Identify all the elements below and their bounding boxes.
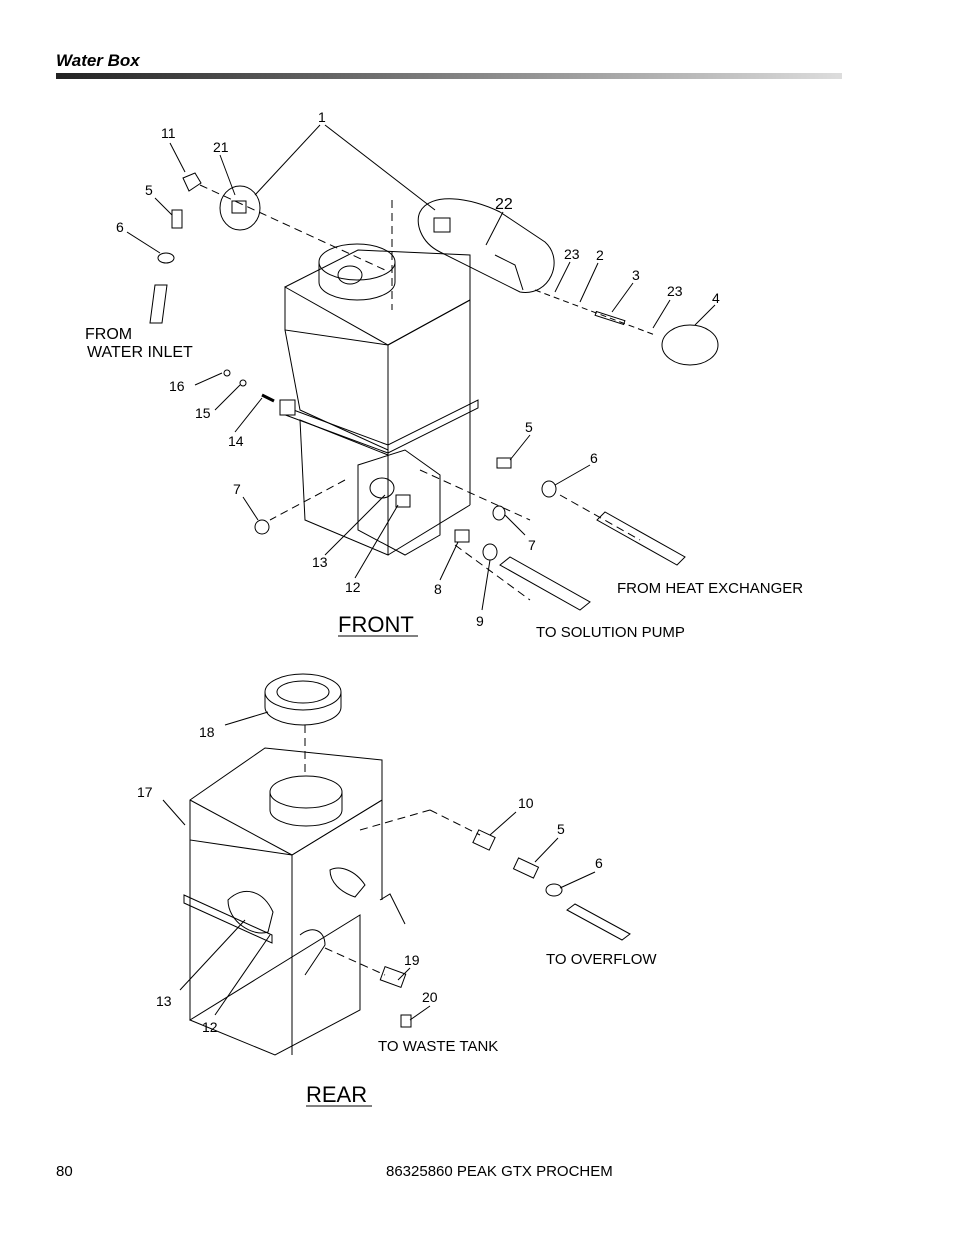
callout-5: 5 xyxy=(145,182,153,198)
header-rule xyxy=(56,73,842,79)
callout-12: 12 xyxy=(345,579,361,595)
callout-12b: 12 xyxy=(202,1019,218,1035)
callout-23b: 23 xyxy=(667,283,683,299)
callout-14: 14 xyxy=(228,433,244,449)
callout-11: 11 xyxy=(161,125,176,141)
page-title: Water Box xyxy=(56,51,140,70)
callout-21: 21 xyxy=(213,139,229,155)
float-valve-assembly xyxy=(417,198,719,366)
callout-5b: 5 xyxy=(525,419,533,435)
callout-1: 1 xyxy=(318,109,326,125)
callout-6c: 6 xyxy=(595,855,603,871)
front-outlet-fittings xyxy=(254,457,686,611)
rear-tank-body xyxy=(183,747,481,1056)
label-to-solution-pump: TO SOLUTION PUMP xyxy=(536,624,685,641)
front-leader-lines xyxy=(126,124,716,611)
front-tank-neck xyxy=(318,200,396,310)
page-number: 80 xyxy=(56,1163,73,1180)
front-tank-body xyxy=(279,249,479,556)
callout-16: 16 xyxy=(169,378,185,394)
front-side-plate xyxy=(269,449,531,601)
label-water-inlet: WATER INLET xyxy=(87,344,193,361)
callout-22: 22 xyxy=(495,196,513,213)
document-id: 86325860 PEAK GTX PROCHEM xyxy=(386,1163,613,1180)
callout-6: 6 xyxy=(116,219,124,235)
label-to-overflow: TO OVERFLOW xyxy=(546,951,657,968)
callout-17: 17 xyxy=(137,784,153,800)
rear-lid xyxy=(264,673,342,775)
inlet-fittings xyxy=(149,172,386,324)
callout-3: 3 xyxy=(632,267,640,283)
callout-10: 10 xyxy=(518,795,534,811)
callout-5c: 5 xyxy=(557,821,565,837)
callout-8: 8 xyxy=(434,581,442,597)
callout-4: 4 xyxy=(712,290,720,306)
callout-15: 15 xyxy=(195,405,211,421)
callout-7: 7 xyxy=(233,481,241,497)
front-annotations: FROM WATER INLET FROM HEAT EXCHANGER TO … xyxy=(85,326,803,641)
callout-23: 23 xyxy=(564,246,580,262)
callout-7b: 7 xyxy=(528,537,536,553)
callout-20: 20 xyxy=(422,989,438,1005)
callout-18: 18 xyxy=(199,724,215,740)
rear-fittings xyxy=(379,829,631,1028)
front-callouts: 1 11 21 5 6 22 23 2 3 23 4 16 15 14 5 6 … xyxy=(116,109,720,629)
rear-view-label: REAR xyxy=(306,1082,367,1107)
label-from: FROM xyxy=(85,326,132,343)
label-to-waste-tank: TO WASTE TANK xyxy=(378,1038,498,1055)
callout-13b: 13 xyxy=(156,993,172,1009)
callout-19: 19 xyxy=(404,952,420,968)
label-from-heat-exchanger: FROM HEAT EXCHANGER xyxy=(617,580,803,597)
callout-2: 2 xyxy=(596,247,604,263)
rear-annotations: TO OVERFLOW TO WASTE TANK xyxy=(378,951,657,1055)
rear-callouts: 18 17 10 5 6 19 20 13 12 xyxy=(137,724,603,1035)
front-view-label: FRONT xyxy=(338,612,414,637)
rear-leader-lines xyxy=(162,711,596,1021)
callout-9: 9 xyxy=(476,613,484,629)
callout-13: 13 xyxy=(312,554,328,570)
callout-6b: 6 xyxy=(590,450,598,466)
mounting-hardware xyxy=(223,369,275,403)
